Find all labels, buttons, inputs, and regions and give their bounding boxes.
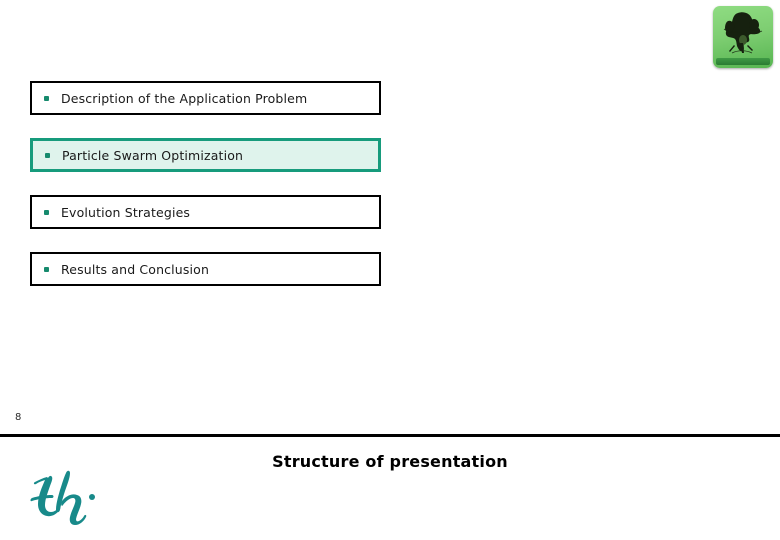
slide-page-number: 8 [15,412,22,423]
slide-footer-title: Structure of presentation [272,452,508,471]
university-emblem-badge [713,6,773,68]
bullet-dot-icon [44,95,49,101]
agenda-item-evolution-strategies[interactable]: Evolution Strategies [30,195,381,229]
agenda-item-particle-swarm-optimization[interactable]: Particle Swarm Optimization [30,138,381,172]
agenda-item-label: Particle Swarm Optimization [62,147,244,163]
agenda-list: Description of the Application Problem P… [30,81,381,309]
th-script-logo-icon [30,470,95,525]
bullet-dot-icon [44,266,49,272]
footer-divider [0,434,780,437]
emblem-caption-strip [716,58,770,65]
bullet-dot-icon [45,152,50,158]
th-script-logo [18,468,114,534]
agenda-item-description-of-the-application-problem[interactable]: Description of the Application Problem [30,81,381,115]
agenda-item-label: Description of the Application Problem [61,90,308,106]
bullet-dot-icon [44,209,49,215]
agenda-item-label: Results and Conclusion [61,261,210,277]
agenda-item-label: Evolution Strategies [61,204,191,220]
agenda-item-results-and-conclusion[interactable]: Results and Conclusion [30,252,381,286]
emblem-artwork-icon [723,12,763,54]
